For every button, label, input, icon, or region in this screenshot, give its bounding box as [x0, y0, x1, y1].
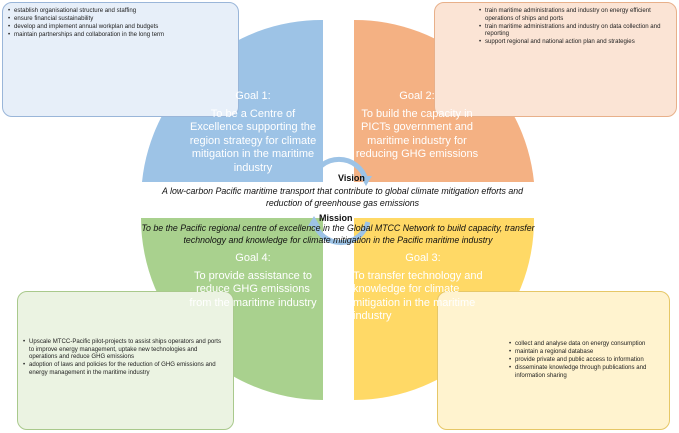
goal-2-action-item: train maritime administrations and indus…	[479, 7, 670, 22]
goal-3-action-item: maintain a regional database	[509, 348, 663, 356]
goal-2-text: To build the capacity in PICTs governmen…	[355, 107, 479, 161]
goal-1-action-item: develop and implement annual workplan an…	[8, 23, 232, 31]
cycle-arrow-lower	[311, 221, 371, 246]
goal-4-action-item: adoption of laws and policies for the re…	[23, 361, 227, 376]
vision-statement: A low-carbon Pacific maritime transport …	[162, 186, 523, 208]
goal-3-actions-list: collect and analyse data on energy consu…	[442, 296, 663, 379]
goal-2-title: Goal 2:	[399, 90, 435, 102]
goal-3: Goal 3: To transfer technology and knowl…	[353, 252, 493, 324]
goal-2-action-item: support regional and national action pla…	[479, 38, 670, 46]
cycle-arrow-lower-head	[308, 216, 320, 226]
goal-2: Goal 2: To build the capacity in PICTs g…	[352, 90, 482, 162]
goal-3-actions-box: collect and analyse data on energy consu…	[437, 291, 670, 430]
goal-3-title: Goal 3:	[405, 252, 441, 264]
goal-1: Goal 1: To be a Centre of Excellence sup…	[186, 90, 320, 175]
goal-1-actions-box: establish organisational structure and s…	[2, 2, 239, 117]
goal-1-action-item: maintain partnerships and collaboration …	[8, 31, 232, 39]
goal-3-action-item: provide private and public access to inf…	[509, 356, 663, 364]
cycle-arrow-upper	[309, 156, 369, 181]
goal-4-actions-list: Upscale MTCC-Pacific pilot-projects to a…	[22, 296, 227, 376]
mission-statement: To be the Pacific regional centre of exc…	[141, 223, 535, 245]
goal-4-actions-box: Upscale MTCC-Pacific pilot-projects to a…	[17, 291, 234, 430]
goal-1-text: To be a Centre of Excellence supporting …	[189, 107, 317, 174]
goal-4-title: Goal 4:	[235, 252, 271, 264]
goal-1-action-item: ensure financial sustainability	[8, 15, 232, 23]
goal-1-title: Goal 1:	[235, 90, 271, 102]
goal-4-text: To provide assistance to reduce GHG emis…	[189, 269, 317, 309]
goal-2-actions-box: train maritime administrations and indus…	[434, 2, 677, 117]
goal-4-action-item: Upscale MTCC-Pacific pilot-projects to a…	[23, 338, 227, 361]
goal-3-action-item: disseminate knowledge through publicatio…	[509, 364, 663, 379]
mission-label: Mission	[319, 213, 353, 223]
goal-1-actions-list: establish organisational structure and s…	[7, 7, 232, 39]
goal-2-actions-list: train maritime administrations and indus…	[439, 7, 670, 46]
goal-4: Goal 4: To provide assistance to reduce …	[186, 252, 320, 310]
goal-3-text: To transfer technology and knowledge for…	[353, 269, 483, 323]
goal-1-action-item: establish organisational structure and s…	[8, 7, 232, 15]
vision-label: Vision	[338, 173, 365, 183]
goal-3-action-item: collect and analyse data on energy consu…	[509, 340, 663, 348]
goal-2-action-item: train maritime administrations and indus…	[479, 23, 670, 38]
cycle-arrow-upper-head	[360, 176, 372, 186]
